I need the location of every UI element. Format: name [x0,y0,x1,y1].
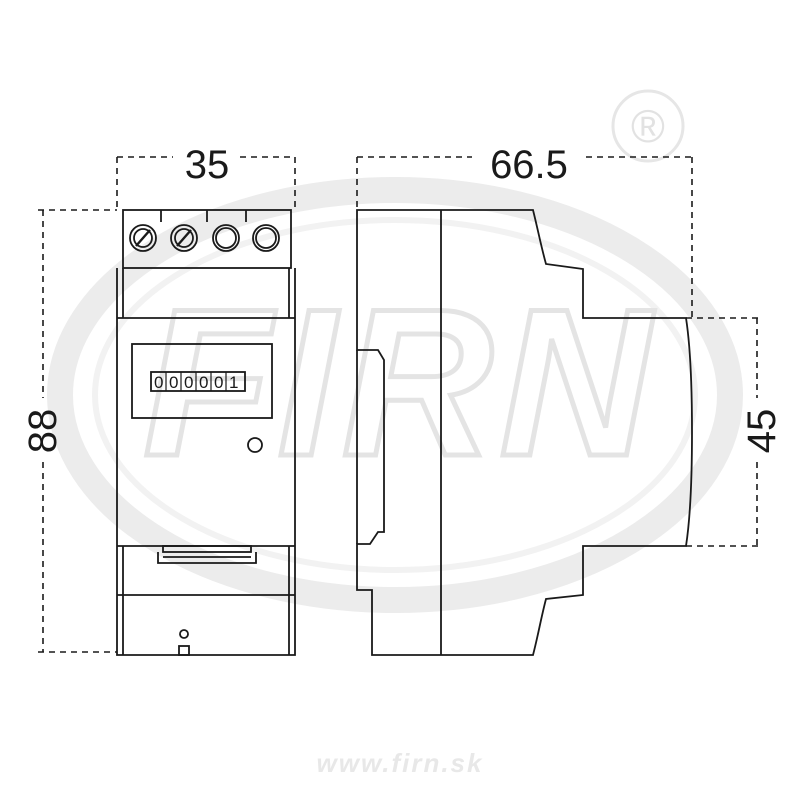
dim-label-66-5: 66.5 [490,143,568,187]
led-indicator [247,437,263,453]
front-body-outline [116,268,296,656]
counter-digit: 0 [154,373,163,392]
counter-digit: 0 [184,373,193,392]
watermark-inner-ellipse [92,217,698,573]
counter-digit: 0 [169,373,178,392]
registered-mark: ® [631,100,665,152]
counter-display [150,371,246,392]
registered-mark-circle [611,89,685,163]
dim-label-35: 35 [185,143,230,187]
bottom-notch [178,645,190,656]
dimension-lines [38,156,762,653]
front-view [116,209,296,656]
screw-terminal-2 [170,224,198,252]
counter-digit: 0 [214,373,223,392]
din-clip-top [162,545,252,553]
watermark-ellipse [47,177,743,613]
terminal-3 [212,224,240,252]
dim-label-88: 88 [21,409,65,454]
screw-terminal-1 [129,224,157,252]
terminal-4 [252,224,280,252]
side-view [356,209,693,656]
side-profile-outline [356,209,693,656]
din-clip-lever [157,552,257,564]
counter-digit: 1 [229,373,238,392]
dim-label-45: 45 [740,409,784,454]
mounting-hole [179,629,189,639]
counter-window [131,343,273,419]
firn-watermark: FIRN ® www.firn.sk [47,89,743,778]
counter-digit: 0 [199,373,208,392]
watermark-website: www.firn.sk [317,748,484,778]
counter-digit-dividers [165,372,227,391]
counter-digits: 0 0 0 0 0 1 [154,373,238,392]
